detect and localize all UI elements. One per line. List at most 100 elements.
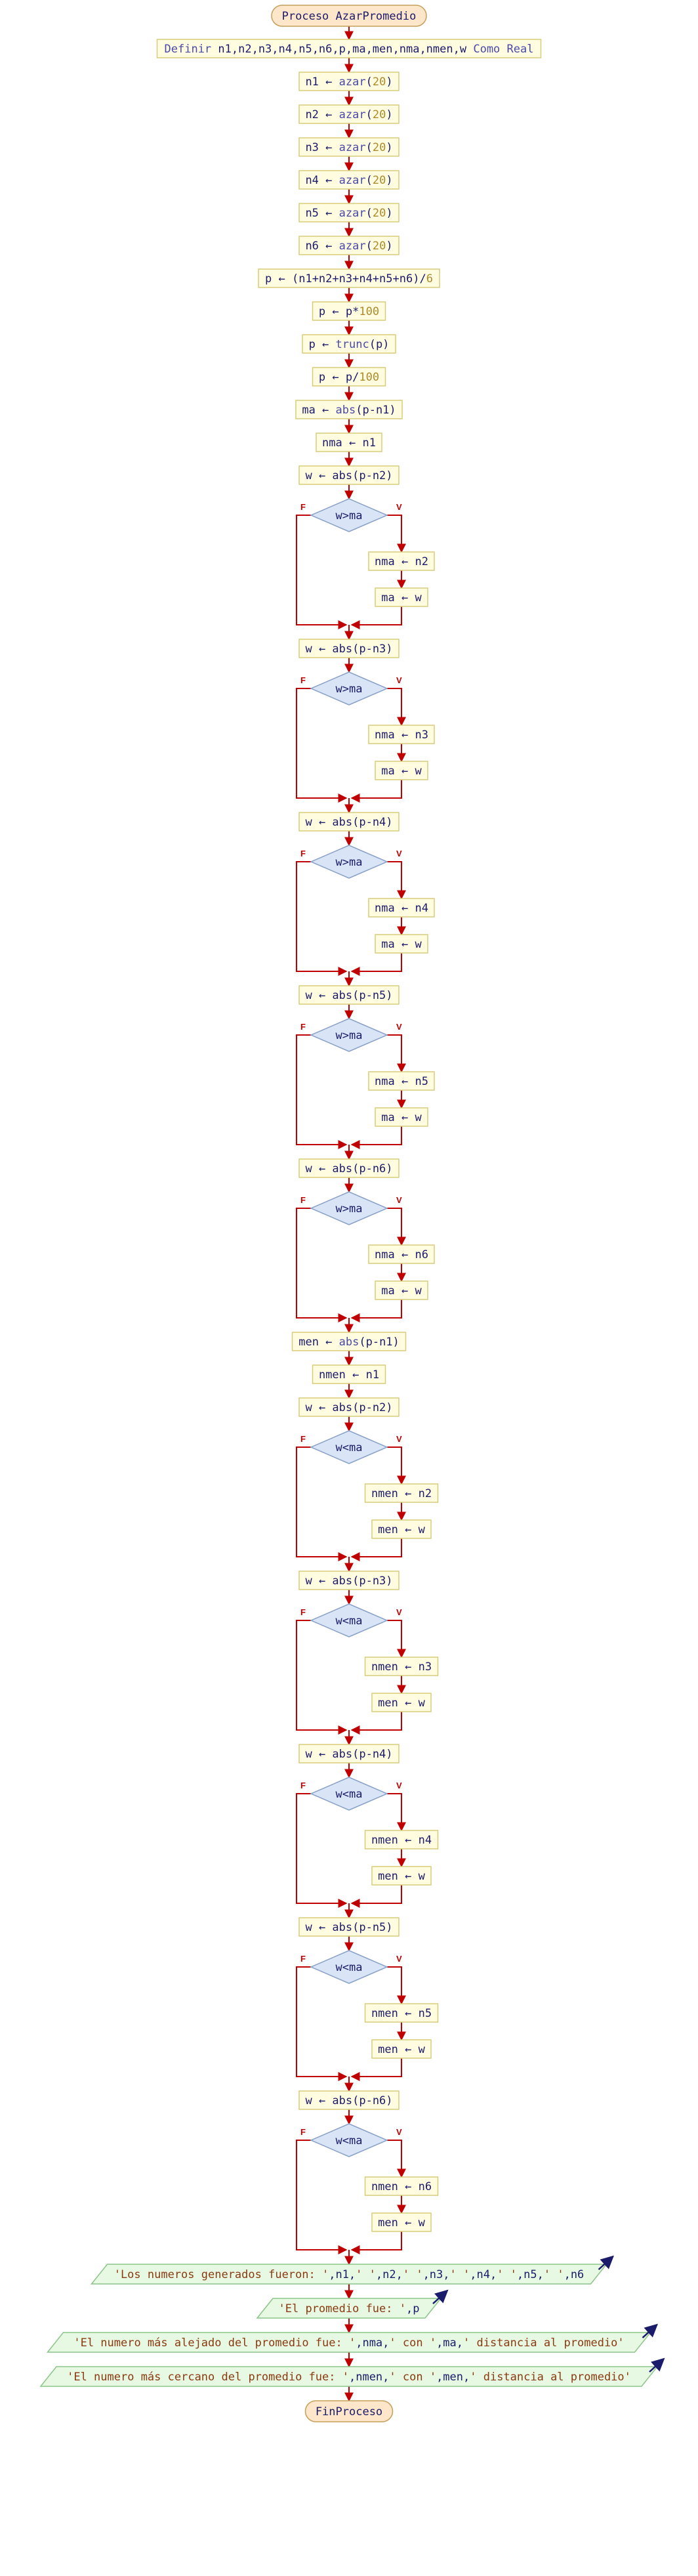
flow-arrow: [350, 1885, 402, 1908]
min-block-6-true-assign-1-text: nmen ← n6: [371, 2180, 432, 2193]
min-block-3-true-assign-2-text: men ← w: [378, 1697, 425, 1710]
max-block-4-assign-box: [298, 812, 400, 832]
statement-7-box: [258, 268, 440, 288]
flow-arrow: [350, 2231, 402, 2254]
true-branch-label: V: [396, 1022, 402, 1032]
flow-arrow: [387, 861, 406, 900]
false-branch-label: F: [300, 1954, 306, 1964]
false-branch-label: F: [300, 1022, 306, 1032]
output-icon: [598, 2255, 614, 2270]
flow-arrow: [387, 1446, 406, 1485]
false-branch-label: F: [300, 675, 306, 685]
true-branch-label: V: [396, 502, 402, 512]
min-block-3-condition: w<ma: [336, 1615, 363, 1628]
min-block-6-true-assign-1-box: [364, 2176, 439, 2196]
max-block-4-true-assign-1-box: [368, 898, 435, 918]
max-block-3-true-assign-1-box: [368, 725, 435, 744]
output-icon: [642, 2323, 658, 2338]
flow-arrow: [350, 1299, 402, 1322]
min-block-4-condition: w<ma: [336, 1788, 363, 1801]
men-init-1-box: [291, 1332, 407, 1351]
max-block-4-true-assign-2-box: [375, 934, 428, 954]
flow-arrow: [387, 688, 406, 727]
min-block-5-assign-box: [298, 1917, 400, 1937]
flow-arrow: [387, 1793, 406, 1832]
max-block-5-assign-text: w ← abs(p-n5): [305, 989, 392, 1002]
flow-arrow: [350, 1538, 402, 1561]
min-block-6-assign-box: [298, 2090, 400, 2110]
min-block-4-true-assign-2-text: men ← w: [378, 1870, 425, 1883]
flow-arrow: [296, 861, 348, 976]
flow-arrow: [387, 1034, 406, 1073]
statement-9-text: p ← trunc(p): [309, 338, 390, 351]
max-block-6-condition: w>ma: [336, 1202, 363, 1215]
max-block-6-assign-box: [298, 1158, 400, 1178]
statement-11-text: ma ← abs(p-n1): [302, 404, 396, 417]
flow-arrow: [296, 515, 348, 629]
min-block-4-true-assign-1-box: [364, 1830, 439, 1849]
flow-arrow: [387, 1208, 406, 1246]
min-block-2-true-assign-1-text: nmen ← n2: [371, 1487, 432, 1500]
flow-arrow: [296, 688, 348, 803]
max-block-5-assign-box: [298, 985, 400, 1005]
statement-5-text: n5 ← azar(20): [305, 207, 392, 220]
min-block-2-condition: w<ma: [336, 1441, 363, 1454]
flow-arrow: [387, 2140, 406, 2178]
true-branch-label: V: [396, 849, 402, 858]
statement-2-box: [298, 104, 400, 124]
max-block-6-assign-text: w ← abs(p-n6): [305, 1162, 392, 1175]
false-branch-label: F: [300, 1195, 306, 1205]
min-block-2-true-assign-2-box: [371, 1519, 432, 1539]
flow-arrow: [296, 1208, 348, 1322]
statement-10-text: p ← p/100: [319, 371, 379, 384]
min-block-5-true-assign-2-text: men ← w: [378, 2043, 425, 2056]
false-branch-label: F: [300, 1781, 306, 1790]
min-block-2-assign-box: [298, 1397, 400, 1417]
statement-12-box: [316, 433, 382, 452]
flow-arrow: [350, 953, 402, 976]
min-block-5-true-assign-2-box: [371, 2039, 432, 2059]
min-block-6-true-assign-2-box: [371, 2212, 432, 2232]
max-block-4-true-assign-2-text: ma ← w: [381, 938, 422, 951]
false-branch-label: F: [300, 1434, 306, 1444]
flow-arrow: [296, 1034, 348, 1149]
men-init-2-text: nmen ← n1: [319, 1368, 379, 1382]
statement-9-box: [302, 334, 396, 354]
min-block-2-true-assign-2-text: men ← w: [378, 1523, 425, 1536]
min-block-5-true-assign-1-text: nmen ← n5: [371, 2007, 432, 2020]
statement-8-text: p ← p*100: [319, 305, 379, 318]
statement-11-box: [295, 400, 403, 419]
max-block-2-true-assign-2-text: ma ← w: [381, 591, 422, 604]
min-block-6-decision: [310, 2123, 388, 2157]
output-3-shape: [46, 2332, 652, 2353]
min-block-4-decision: [310, 1777, 388, 1811]
max-block-2-assign-box: [298, 465, 400, 485]
min-block-5-assign-text: w ← abs(p-n5): [305, 1921, 392, 1934]
output-3-text: 'El numero más alejado del promedio fue:…: [73, 2336, 624, 2350]
min-block-3-true-assign-2-box: [371, 1693, 432, 1712]
flow-arrow: [350, 1126, 402, 1149]
min-block-2-decision: [310, 1430, 388, 1464]
max-block-3-decision: [310, 671, 388, 706]
flow-arrow: [350, 780, 402, 803]
output-2-text: 'El promedio fue: ',p: [279, 2302, 420, 2315]
output-icon: [649, 2357, 665, 2373]
max-block-5-condition: w>ma: [336, 1029, 363, 1042]
statement-8-box: [312, 301, 386, 321]
end-terminal: [304, 2400, 394, 2422]
end-terminal-label: FinProceso: [316, 2405, 382, 2418]
max-block-3-assign-box: [298, 639, 400, 658]
statement-6-box: [298, 236, 400, 255]
min-block-3-decision: [310, 1603, 388, 1637]
start-terminal-label: Proceso AzarPromedio: [282, 10, 417, 23]
flow-arrows: [296, 26, 406, 2402]
true-branch-label: V: [396, 1195, 402, 1205]
max-block-3-true-assign-2-text: ma ← w: [381, 765, 422, 778]
definition-text: Definir n1,n2,n3,n4,n5,n6,p,ma,men,nma,n…: [165, 43, 534, 56]
max-block-4-assign-text: w ← abs(p-n4): [305, 816, 392, 829]
flow-arrow: [350, 2058, 402, 2081]
min-block-5-condition: w<ma: [336, 1961, 363, 1974]
max-block-6-true-assign-2-box: [375, 1280, 428, 1300]
flow-arrow: [296, 1793, 348, 1908]
